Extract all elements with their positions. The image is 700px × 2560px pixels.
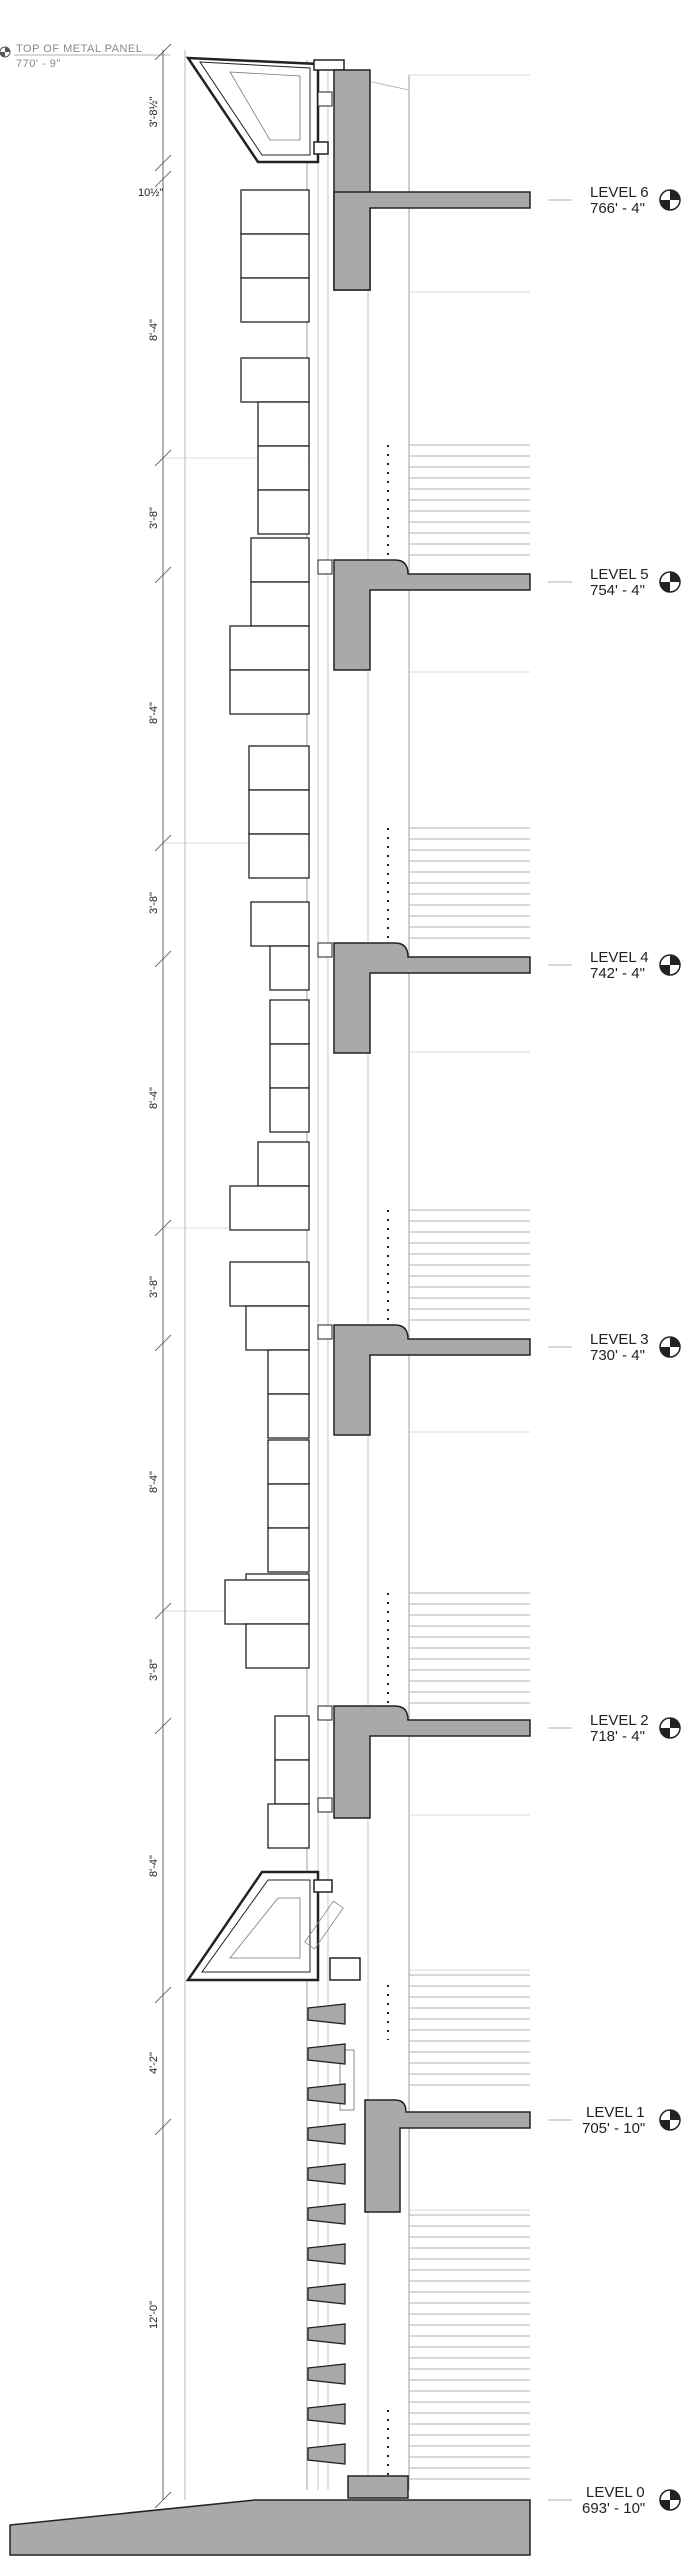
dim-label: 3'-8"	[148, 507, 160, 529]
level-marker-6: LEVEL 6 766' - 4"	[548, 184, 681, 217]
level-target-icon	[659, 189, 681, 211]
slab-level-4	[333, 942, 531, 1054]
dim-label: 3'-8½"	[148, 96, 160, 127]
concrete-structure	[9, 69, 531, 2556]
dim-label: 3'-8"	[148, 1659, 160, 1681]
level-marker-1: LEVEL 1 705' - 10"	[548, 2104, 681, 2137]
slab-level-1	[364, 2099, 531, 2213]
dimension-string	[154, 43, 310, 2509]
dim-label: 8'-4"	[148, 702, 160, 724]
level-name: LEVEL 0	[586, 2484, 645, 2501]
dim-label: 8'-4"	[148, 319, 160, 341]
level-target-icon	[659, 1336, 681, 1358]
level-name: LEVEL 2	[590, 1712, 649, 1729]
slab-level-6	[333, 191, 531, 291]
dim-label: 8'-4"	[148, 1087, 160, 1109]
ground-slab	[9, 2499, 531, 2556]
connection-details	[317, 91, 355, 2111]
level-marker-4: LEVEL 4 742' - 4"	[548, 949, 681, 982]
dim-label: 3'-8"	[148, 892, 160, 914]
level-name: LEVEL 6	[590, 184, 649, 201]
level-elevation: 742' - 4"	[590, 965, 645, 982]
level-elevation: 766' - 4"	[590, 200, 645, 217]
elevation-marker-icon	[0, 46, 11, 58]
lower-brackets	[307, 2003, 346, 2465]
dim-label: 4'-2"	[148, 2052, 160, 2074]
level-target-icon	[659, 954, 681, 976]
level-name: LEVEL 1	[586, 2104, 645, 2121]
level-marker-0: LEVEL 0 693' - 10"	[548, 2484, 681, 2517]
louver-lines	[409, 444, 530, 2480]
dim-label: 12'-0"	[148, 2301, 160, 2329]
level-target-icon	[659, 2489, 681, 2511]
level-name: LEVEL 3	[590, 1331, 649, 1348]
level-target-icon	[659, 571, 681, 593]
panel-label: TOP OF METAL PANEL 770' - 9"	[0, 43, 170, 70]
dim-label: 8'-4"	[148, 1471, 160, 1493]
level-marker-2: LEVEL 2 718' - 4"	[548, 1712, 681, 1745]
level-target-icon	[659, 2109, 681, 2131]
slab-level-3	[333, 1324, 531, 1436]
level-name: LEVEL 4	[590, 949, 649, 966]
dim-label: 8'-4"	[148, 1855, 160, 1877]
level-name: LEVEL 5	[590, 566, 649, 583]
footing	[347, 2475, 409, 2499]
panel-elevation: 770' - 9"	[16, 58, 61, 70]
level-elevation: 693' - 10"	[582, 2500, 645, 2517]
dim-label: 3'-8"	[148, 1276, 160, 1298]
level-target-icon	[659, 1717, 681, 1739]
level-marker-5: LEVEL 5 754' - 4"	[548, 566, 681, 599]
panel-title: TOP OF METAL PANEL	[16, 43, 142, 55]
level-elevation: 705' - 10"	[582, 2120, 645, 2137]
top-parapet	[185, 56, 345, 164]
level-elevation: 730' - 4"	[590, 1347, 645, 1364]
dimension-labels: 3'-8½" 10½" 8'-4" 3'-8" 8'-4" 3'-8" 8'-4…	[138, 96, 163, 2329]
lower-canopy	[185, 1870, 361, 1982]
cladding-panels	[224, 189, 310, 1849]
slab-level-2	[333, 1705, 531, 1819]
dim-label: 10½"	[138, 187, 163, 199]
level-elevation: 718' - 4"	[590, 1728, 645, 1745]
slab-level-5	[333, 559, 531, 671]
level-marker-3: LEVEL 3 730' - 4"	[548, 1331, 681, 1364]
level-elevation: 754' - 4"	[590, 582, 645, 599]
